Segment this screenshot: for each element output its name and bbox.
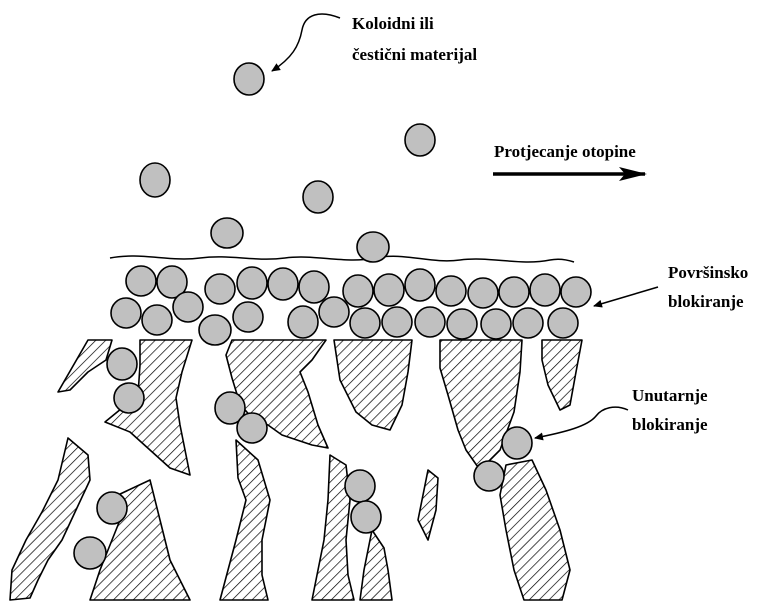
cake-particle	[350, 308, 380, 338]
cake-particle	[415, 307, 445, 337]
cake-particle	[468, 278, 498, 308]
cake-particle	[299, 271, 329, 303]
internal-blocking-arrow	[535, 407, 628, 438]
membrane-wall	[542, 340, 582, 410]
trapped-particle	[345, 470, 375, 502]
cake-particle	[530, 274, 560, 306]
trapped-particle	[114, 383, 144, 413]
cake-particle	[319, 297, 349, 327]
cake-particle	[447, 309, 477, 339]
trapped-particle	[107, 348, 137, 380]
internal-blocking-label-line1: Unutarnje	[632, 386, 708, 405]
colloid-label-line1: Koloidni ili	[352, 14, 434, 33]
free-particle	[234, 63, 264, 95]
flow-label: Protjecanje otopine	[494, 142, 636, 161]
cake-particle	[513, 308, 543, 338]
free-particle	[357, 232, 389, 262]
free-particle	[303, 181, 333, 213]
cake-particle	[111, 298, 141, 328]
surface-blocking-label-line1: Površinsko	[668, 263, 748, 282]
cake-particle	[268, 268, 298, 300]
suspended-particles	[140, 63, 435, 262]
trapped-particle	[474, 461, 504, 491]
internal-blocking-label-line2: blokiranje	[632, 415, 708, 434]
cake-particle	[436, 276, 466, 306]
membrane-wall	[10, 438, 90, 600]
cake-particle	[199, 315, 231, 345]
cake-particle	[237, 267, 267, 299]
membrane-wall	[418, 470, 438, 540]
trapped-particle	[502, 427, 532, 459]
membrane-wall	[360, 530, 392, 600]
cake-particle	[548, 308, 578, 338]
cake-layer-surface	[110, 256, 574, 262]
cake-particle	[233, 302, 263, 332]
membrane-wall	[334, 340, 412, 430]
cake-particle	[288, 306, 318, 338]
membrane-wall	[220, 440, 270, 600]
cake-particle	[142, 305, 172, 335]
free-particle	[140, 163, 170, 197]
cake-particle	[481, 309, 511, 339]
cake-particle	[499, 277, 529, 307]
free-particle	[405, 124, 435, 156]
cake-particle	[343, 275, 373, 307]
surface-blocking-arrow	[594, 287, 658, 306]
cake-particle	[173, 292, 203, 322]
cake-particle	[405, 269, 435, 301]
trapped-particle	[74, 537, 106, 569]
cake-particle	[205, 274, 235, 304]
membrane-wall	[58, 340, 112, 392]
cake-particle	[126, 266, 156, 296]
cake-particle	[374, 274, 404, 306]
colloid-pointer-arrow	[272, 14, 340, 71]
membrane-wall	[500, 460, 570, 600]
trapped-particle	[97, 492, 127, 524]
cake-particle	[561, 277, 591, 307]
colloid-label-line2: čestični materijal	[352, 45, 477, 64]
free-particle	[211, 218, 243, 248]
surface-blocking-label-line2: blokiranje	[668, 292, 744, 311]
trapped-particle	[351, 501, 381, 533]
cake-particle	[382, 307, 412, 337]
trapped-particle	[237, 413, 267, 443]
cake-layer	[111, 266, 591, 345]
